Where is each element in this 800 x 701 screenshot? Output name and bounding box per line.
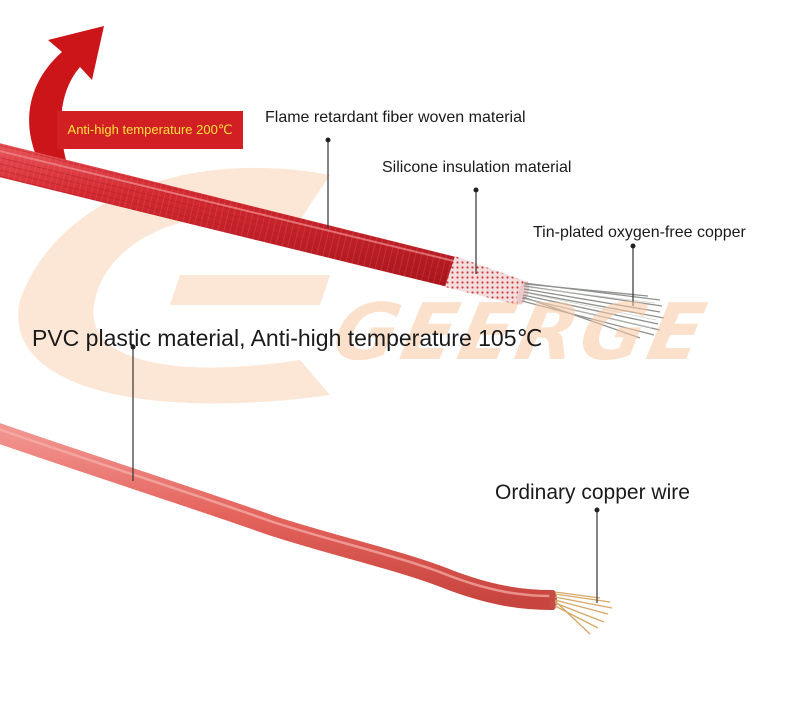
callout-flame-retardant: Flame retardant fiber woven material [265,109,526,126]
leader-lines [132,140,634,603]
callout-pvc: PVC plastic material, Anti-high temperat… [32,325,543,351]
curved-up-arrow-icon [29,26,104,160]
leader-dots [130,137,636,513]
callout-tin-plated-copper: Tin-plated oxygen-free copper [533,224,746,241]
watermark-logo [18,167,330,404]
temperature-badge: Anti-high temperature 200℃ [57,111,243,149]
pvc-wire [0,423,613,635]
callout-silicone: Silicone insulation material [382,159,572,176]
silicone-wire [0,143,665,339]
callout-ordinary-copper: Ordinary copper wire [495,481,690,504]
